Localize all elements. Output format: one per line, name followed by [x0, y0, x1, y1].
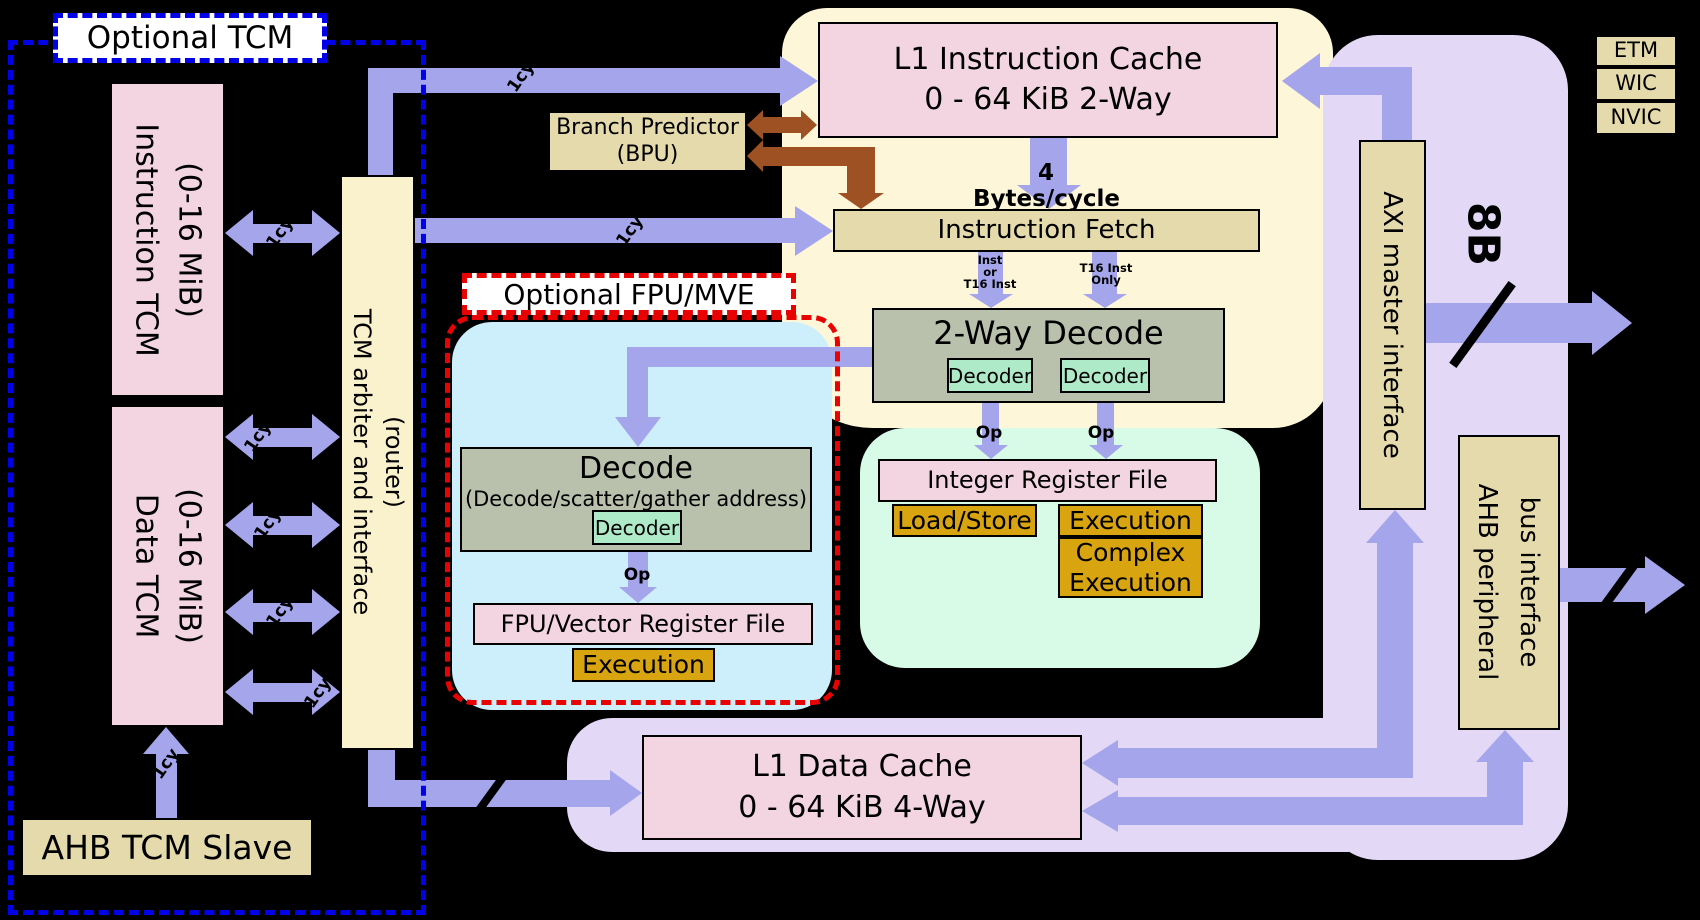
int-op1-label: Op — [1087, 423, 1115, 443]
axi-master-box — [1359, 140, 1426, 510]
fetch-bandwidth-label: 4 Bytes/cycle — [973, 160, 1120, 212]
l1-icache-line2: 0 - 64 KiB 2-Way — [924, 82, 1172, 117]
optional-fpu-outline — [445, 315, 840, 705]
optional-tcm-label-text: Optional TCM — [86, 20, 294, 56]
l1-dcache-line1: L1 Data Cache — [752, 749, 972, 784]
branch-predictor-line1: Branch Predictor — [556, 115, 739, 141]
load-store-label: Load/Store — [897, 505, 1032, 535]
optional-fpu-label-text: Optional FPU/MVE — [503, 277, 755, 311]
int-op0-label: Op — [975, 423, 1003, 443]
bus-width-label: 8B — [1457, 201, 1509, 267]
branch-predictor-line2: (BPU) — [616, 141, 679, 167]
l1-icache-box: L1 Instruction Cache 0 - 64 KiB 2-Way — [818, 22, 1278, 138]
fpu-decoder-box: Decoder — [592, 510, 682, 545]
etm-box: ETM — [1595, 35, 1677, 67]
axi-master-label: AXI master interface — [1377, 191, 1407, 459]
instruction-fetch-label: Instruction Fetch — [937, 214, 1156, 245]
decoder1-box: Decoder — [1060, 358, 1150, 393]
wic-box: WIC — [1595, 67, 1677, 101]
ahb-peripheral-box — [1458, 435, 1560, 730]
tcm-arbiter-label-line2: (router) — [380, 415, 408, 509]
load-store-box: Load/Store — [892, 504, 1037, 537]
two-way-decode-box: 2-Way Decode — [872, 308, 1225, 403]
instruction-tcm-label-line2: (0-16 MiB) — [171, 162, 207, 318]
data-tcm-label-line2: (0-16 MiB) — [171, 488, 207, 644]
decode-slot0-label: Inst or T16 Inst — [963, 253, 1017, 291]
fpu-op-label: Op — [623, 565, 651, 585]
optional-fpu-label: Optional FPU/MVE — [462, 273, 796, 315]
etm-label: ETM — [1613, 38, 1659, 63]
instruction-tcm-label-line1: Instruction TCM — [128, 123, 164, 357]
instruction-fetch-box: Instruction Fetch — [833, 209, 1260, 252]
ahb-peripheral-label-line2: bus interface — [1514, 496, 1544, 668]
two-way-decode-label: 2-Way Decode — [933, 314, 1164, 352]
fpu-register-file-label: FPU/Vector Register File — [500, 609, 786, 638]
l1-dcache-line2: 0 - 64 KiB 4-Way — [738, 789, 986, 825]
fpu-decode-title: Decode — [579, 451, 693, 486]
data-tcm-box — [110, 405, 225, 727]
instruction-tcm-box — [110, 82, 225, 397]
l1-icache-line1: L1 Instruction Cache — [893, 41, 1203, 77]
optional-tcm-label: Optional TCM — [53, 13, 327, 63]
tcm-arbiter-box — [340, 175, 415, 750]
complex-execution-box: Complex Execution — [1058, 537, 1203, 598]
ahb-tcm-slave-label: AHB TCM Slave — [41, 827, 293, 867]
ahb-peripheral-label-line1: AHB peripheral — [1472, 483, 1502, 681]
wic-label: WIC — [1615, 71, 1657, 96]
fpu-decode-subtitle: (Decode/scatter/gather address) — [464, 487, 808, 511]
l1-dcache-box: L1 Data Cache 0 - 64 KiB 4-Way — [642, 735, 1082, 840]
tcm-arbiter-label-line1: TCM arbiter and interface — [348, 308, 376, 616]
ahb-tcm-slave-box: AHB TCM Slave — [21, 818, 313, 877]
decoder0-box: Decoder — [947, 358, 1033, 393]
fpu-execution-box: Execution — [572, 648, 715, 682]
branch-predictor-box: Branch Predictor (BPU) — [548, 111, 747, 172]
integer-register-file-label: Integer Register File — [927, 466, 1168, 495]
fpu-register-file-box: FPU/Vector Register File — [473, 603, 813, 645]
nvic-box: NVIC — [1595, 101, 1677, 135]
data-tcm-label-line1: Data TCM — [128, 493, 164, 639]
decode-slot1-label: T16 Inst Only — [1079, 261, 1133, 287]
integer-execution-box: Execution — [1058, 504, 1203, 537]
nvic-label: NVIC — [1610, 105, 1662, 130]
integer-register-file-box: Integer Register File — [878, 459, 1217, 502]
